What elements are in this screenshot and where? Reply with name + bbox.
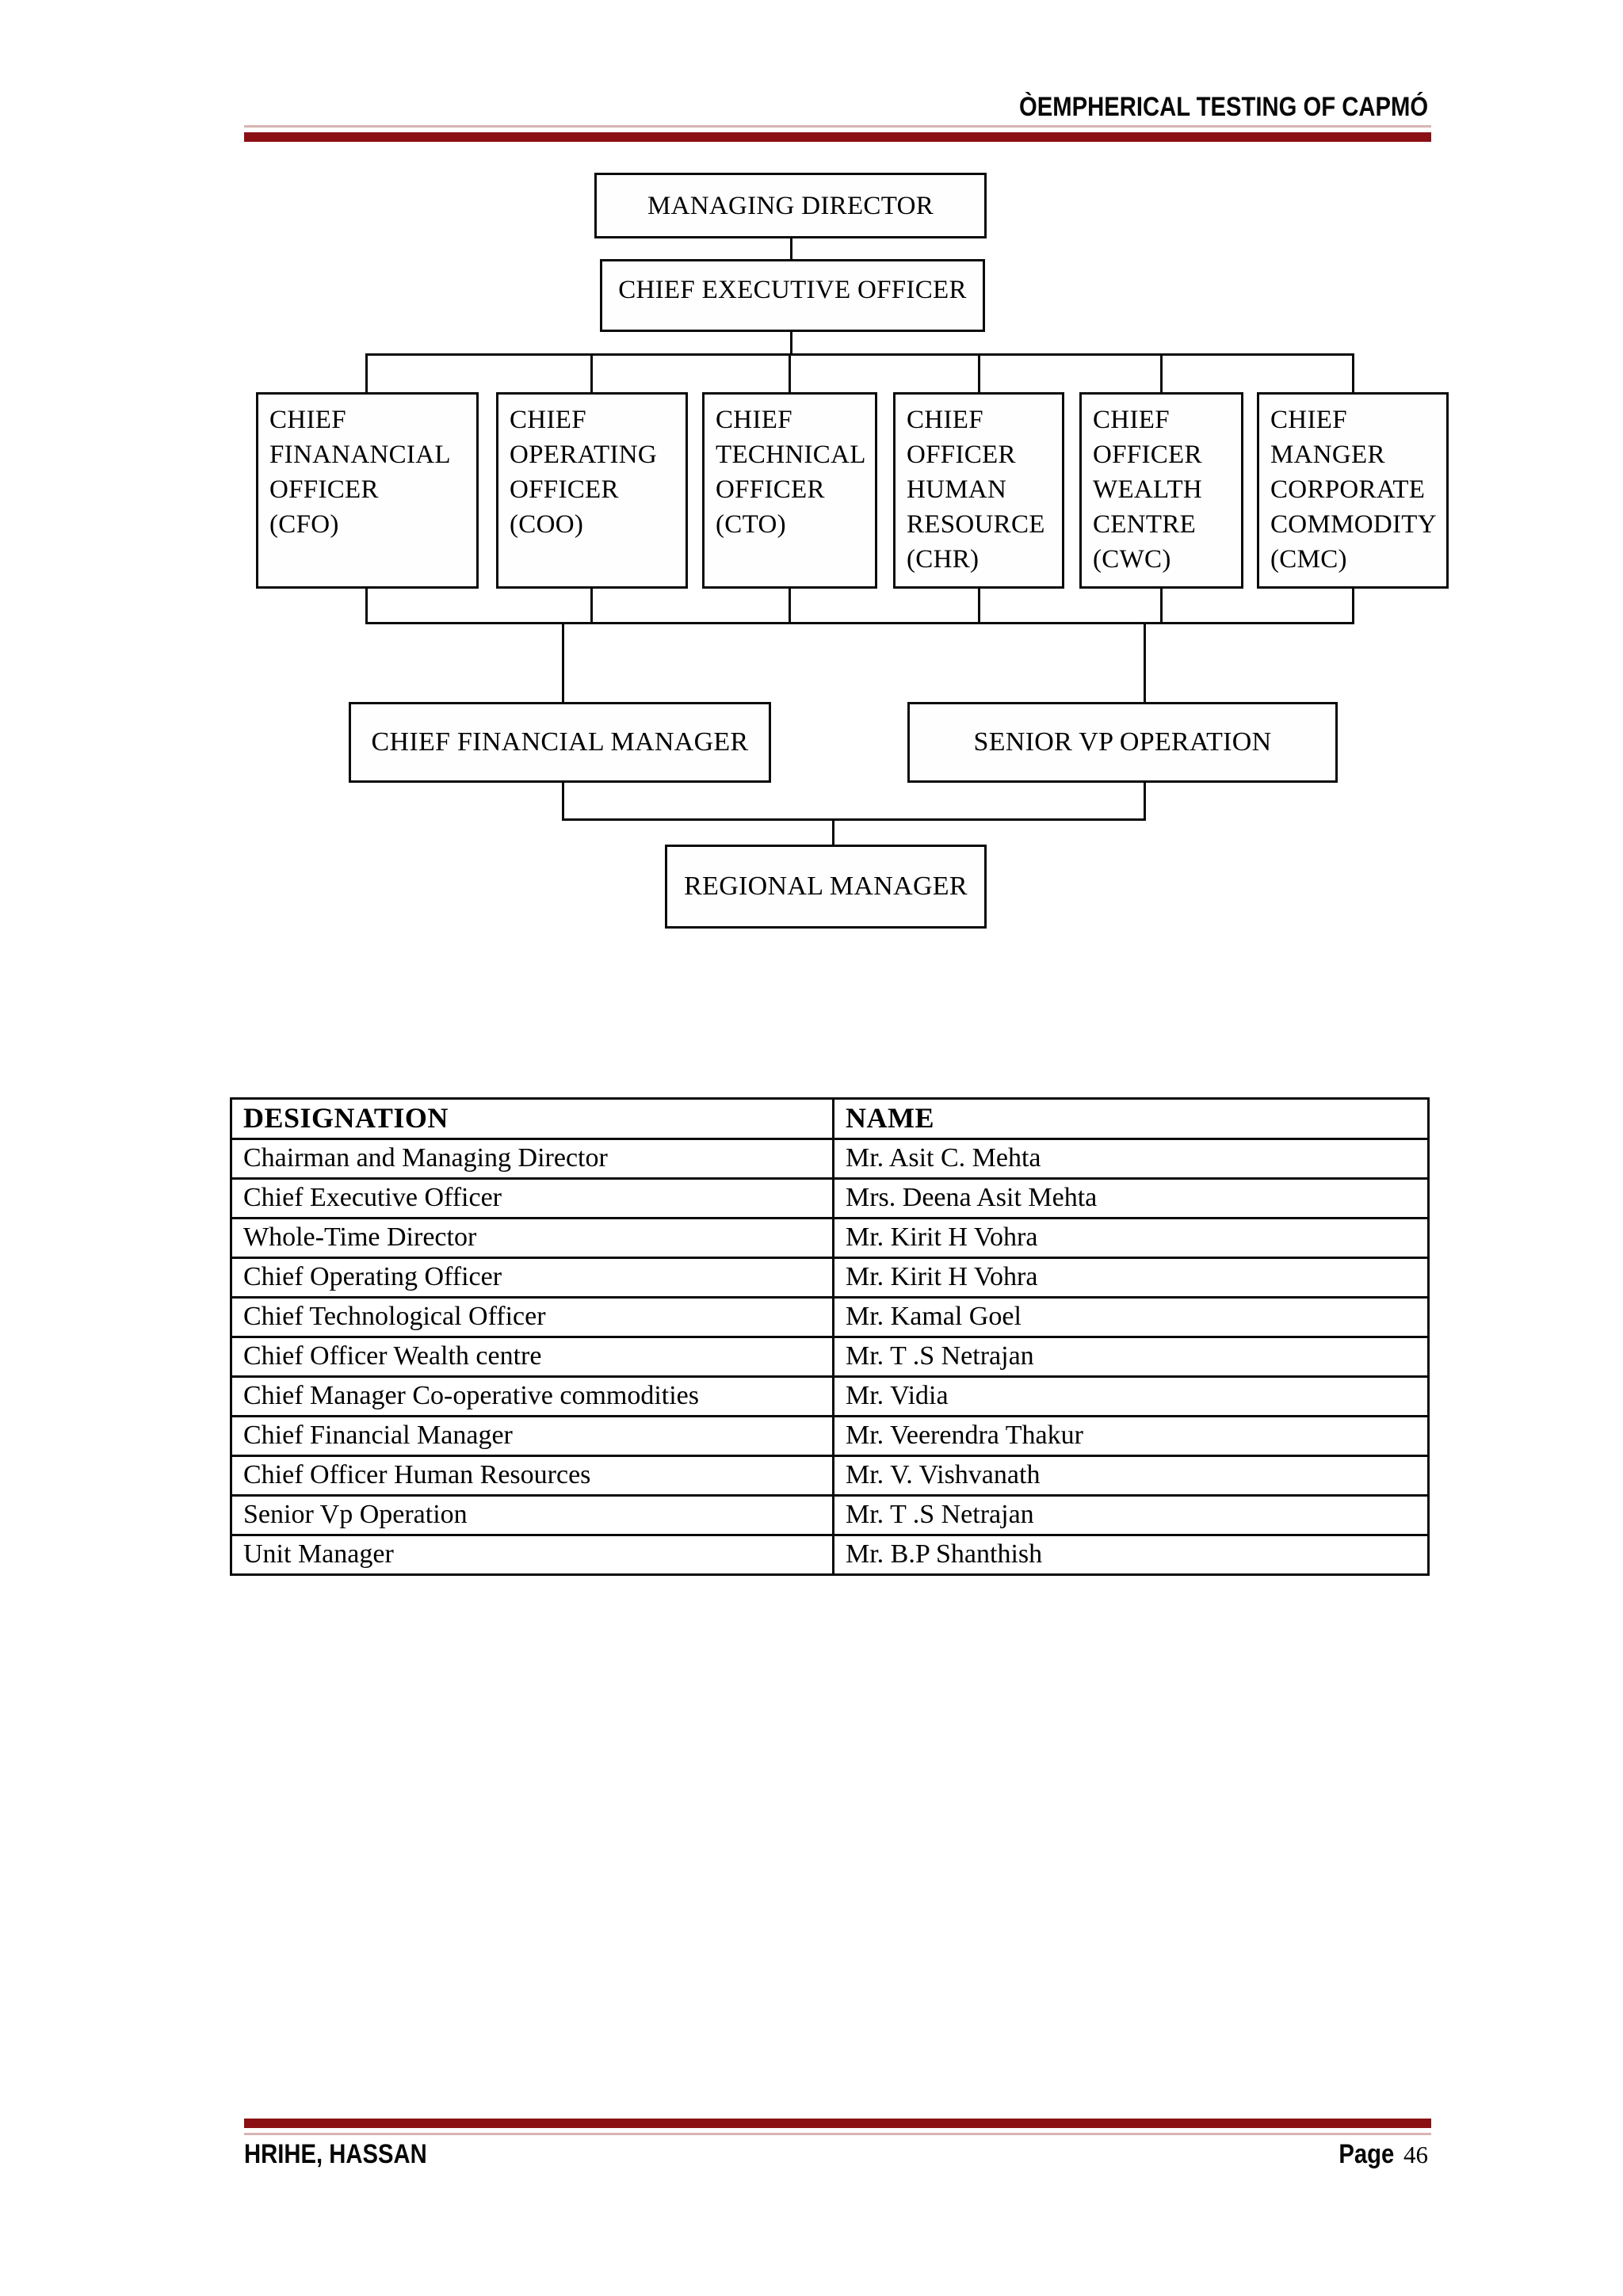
org-box-cto-label: CHIEF TECHNICAL OFFICER (CTO)	[716, 406, 866, 539]
org-box-managing-director-label: MANAGING DIRECTOR	[647, 191, 934, 220]
connector-line	[790, 332, 792, 353]
org-box-cfo: CHIEF FINANANCIAL OFFICER (CFO)	[256, 392, 479, 589]
connector-line	[1160, 353, 1163, 392]
connector-line	[1144, 783, 1146, 818]
footer-page-indicator: Page 46	[1330, 2139, 1428, 2170]
designation-cell: Chief Technological Officer	[230, 1296, 834, 1338]
footer-rule-thick	[244, 2119, 1431, 2128]
designation-cell: Chief Manager Co-operative commodities	[230, 1375, 834, 1417]
org-box-senior-vp-operation-label: SENIOR VP OPERATION	[973, 727, 1272, 757]
designation-cell: Chief Operating Officer	[230, 1257, 834, 1299]
connector-line	[562, 818, 1146, 821]
designation-cell: Whole-Time Director	[230, 1217, 834, 1259]
org-box-cmc: CHIEF MANGER CORPORATE COMMODITY (CMC)	[1257, 392, 1449, 589]
org-box-cto: CHIEF TECHNICAL OFFICER (CTO)	[702, 392, 877, 589]
name-cell: Mrs. Deena Asit Mehta	[832, 1177, 1430, 1219]
designation-cell: Chief Officer Wealth centre	[230, 1336, 834, 1378]
name-cell: Mr. Kirit H Vohra	[832, 1257, 1430, 1299]
connector-line	[1352, 353, 1354, 392]
name-cell: Mr. Asit C. Mehta	[832, 1138, 1430, 1180]
name-cell: Mr. V. Vishvanath	[832, 1455, 1430, 1497]
connector-line	[789, 353, 791, 392]
name-cell: Mr. T .S Netrajan	[832, 1336, 1430, 1378]
name-cell: Mr. B.P Shanthish	[832, 1534, 1430, 1576]
designation-cell: Unit Manager	[230, 1534, 834, 1576]
org-box-chief-financial-manager: CHIEF FINANCIAL MANAGER	[349, 702, 771, 783]
connector-line	[365, 622, 1354, 624]
connector-line	[365, 353, 1354, 356]
designation-cell: Chief Financial Manager	[230, 1415, 834, 1457]
name-cell: Mr. Veerendra Thakur	[832, 1415, 1430, 1457]
connector-line	[832, 818, 834, 845]
org-box-cfo-label: CHIEF FINANANCIAL OFFICER (CFO)	[269, 406, 451, 539]
designation-cell: Senior Vp Operation	[230, 1494, 834, 1536]
org-box-coo: CHIEF OPERATING OFFICER (COO)	[496, 392, 688, 589]
org-box-chr: CHIEF OFFICER HUMAN RESOURCE (CHR)	[893, 392, 1064, 589]
header-rule-thick	[244, 132, 1431, 142]
name-cell: Mr. Kirit H Vohra	[832, 1217, 1430, 1259]
connector-line	[789, 589, 791, 622]
designation-cell: Chief Officer Human Resources	[230, 1455, 834, 1497]
org-box-cwc-label: CHIEF OFFICER WEALTH CENTRE (CWC)	[1093, 406, 1203, 574]
footer-page-label: Page	[1338, 2139, 1394, 2169]
org-box-regional-manager: REGIONAL MANAGER	[665, 845, 987, 929]
connector-line	[365, 353, 368, 392]
page-header-title: ÒEMPHERICAL TESTING OF CAPMÓ	[953, 92, 1428, 123]
table-header-designation: DESIGNATION	[230, 1097, 834, 1140]
table-header-name: NAME	[832, 1097, 1430, 1140]
footer-page-number: 46	[1403, 2141, 1428, 2168]
footer-author: HRIHE, HASSAN	[244, 2139, 456, 2170]
name-cell: Mr. T .S Netrajan	[832, 1494, 1430, 1536]
org-box-chief-executive-officer-label: CHIEF EXECUTIVE OFFICER	[618, 276, 967, 304]
org-box-chief-executive-officer: CHIEF EXECUTIVE OFFICER	[600, 259, 985, 332]
org-box-coo-label: CHIEF OPERATING OFFICER (COO)	[510, 406, 658, 539]
connector-line	[790, 238, 792, 259]
header-rule-thin	[244, 125, 1431, 128]
connector-line	[1352, 589, 1354, 622]
org-box-cwc: CHIEF OFFICER WEALTH CENTRE (CWC)	[1079, 392, 1243, 589]
connector-line	[1144, 622, 1146, 702]
org-box-cmc-label: CHIEF MANGER CORPORATE COMMODITY (CMC)	[1270, 406, 1437, 574]
org-box-managing-director: MANAGING DIRECTOR	[594, 173, 987, 238]
org-box-chr-label: CHIEF OFFICER HUMAN RESOURCE (CHR)	[907, 406, 1045, 574]
org-box-senior-vp-operation: SENIOR VP OPERATION	[907, 702, 1338, 783]
connector-line	[365, 589, 368, 622]
name-cell: Mr. Kamal Goel	[832, 1296, 1430, 1338]
table-header-row: DESIGNATION NAME	[230, 1097, 1430, 1140]
connector-line	[590, 589, 593, 622]
connector-line	[590, 353, 593, 392]
connector-line	[978, 589, 980, 622]
designation-cell: Chairman and Managing Director	[230, 1138, 834, 1180]
footer-author-text: HRIHE, HASSAN	[244, 2139, 427, 2169]
org-box-regional-manager-label: REGIONAL MANAGER	[684, 871, 968, 901]
org-box-chief-financial-manager-label: CHIEF FINANCIAL MANAGER	[371, 727, 749, 757]
connector-line	[1160, 589, 1163, 622]
footer-rule-thin	[244, 2133, 1431, 2135]
designation-cell: Chief Executive Officer	[230, 1177, 834, 1219]
name-cell: Mr. Vidia	[832, 1375, 1430, 1417]
page-header-title-text: ÒEMPHERICAL TESTING OF CAPMÓ	[1018, 92, 1428, 122]
connector-line	[562, 622, 564, 702]
connector-line	[978, 353, 980, 392]
designation-name-table: DESIGNATION NAME Chairman and Managing D…	[230, 1097, 1430, 1576]
connector-line	[562, 783, 564, 818]
